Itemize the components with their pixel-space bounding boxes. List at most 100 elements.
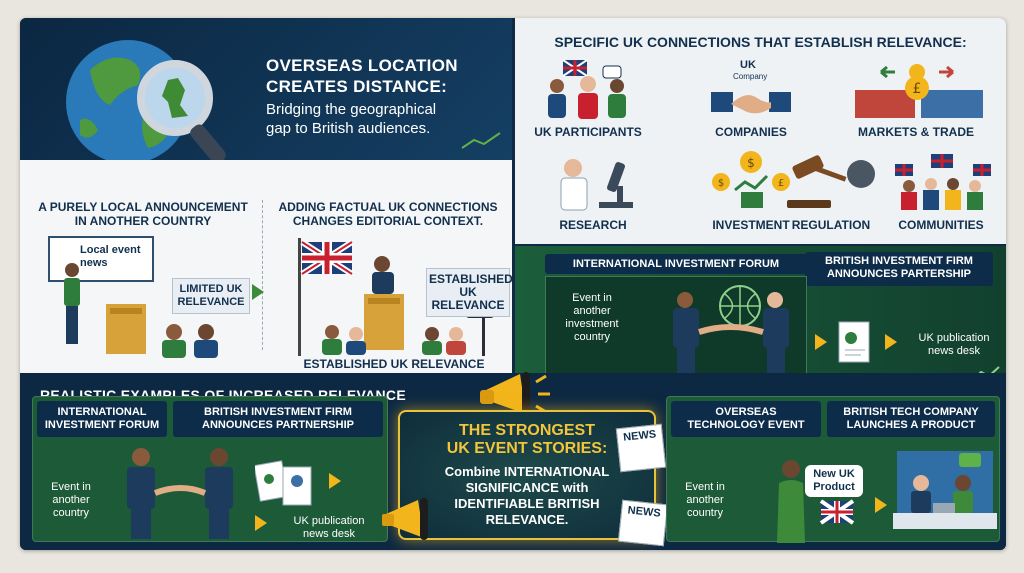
center-headline: THE STRONGEST UK EVENT STORIES: [400, 422, 654, 458]
factual-heading-line2: CHANGES EDITORIAL CONTEXT. [292, 214, 484, 228]
newspaper-bottom-label: NEWS [627, 504, 662, 520]
forum-desk-text: UK publication news desk [909, 332, 999, 358]
firm-tab-line2: ANNOUNCES PARTERSHIP [826, 268, 972, 280]
newspaper-top-label: NEWS [622, 428, 657, 444]
firm-tab-line1: BRITISH INVESTMENT FIRM [825, 255, 973, 267]
local-heading: A PURELY LOCAL ANNOUNCEMENT IN ANOTHER C… [26, 200, 260, 228]
example-left-arrow-2 [255, 515, 267, 531]
limited-line1: LIMITED UK [179, 283, 243, 295]
connection-label-companies: COMPANIES [715, 125, 787, 139]
overseas-subtitle-line1: Bridging the geographical [266, 101, 437, 118]
handshake-icon [711, 92, 791, 114]
example-right-event-line2: another [686, 494, 724, 506]
example-left-tab1: INTERNATIONAL INVESTMENT FORUM [37, 401, 167, 437]
infographic-frame: OVERSEAS LOCATION CREATES DISTANCE: Brid… [20, 18, 1006, 550]
example-right: OVERSEAS TECHNOLOGY EVENT BRITISH TECH C… [666, 396, 1000, 543]
example-left-desk-line2: news desk [303, 528, 355, 540]
forum-event-line3: investment [565, 318, 619, 330]
example-left-tab2-line1: BRITISH INVESTMENT FIRM [204, 406, 352, 418]
connections-panel: SPECIFIC UK CONNECTIONS THAT ESTABLISH R… [515, 18, 1006, 244]
example-right-event-text: Event in another country [673, 481, 737, 520]
local-sign-line2: news [80, 257, 108, 269]
example-left-tab1-line1: INTERNATIONAL [57, 406, 147, 418]
svg-text:$: $ [718, 178, 724, 189]
new-product-bubble-line1: New UK [813, 468, 855, 480]
example-center: THE STRONGEST UK EVENT STORIES: Combine … [398, 410, 656, 540]
example-left-event-line3: country [52, 507, 90, 519]
overseas-subtitle: Bridging the geographical gap to British… [266, 100, 436, 138]
limited-relevance-badge: LIMITED UK RELEVANCE [172, 278, 250, 314]
forum-handshake-illustration [673, 285, 789, 378]
connection-label-participants: UK PARTICIPANTS [534, 125, 642, 139]
connection-label-markets: MARKETS & TRADE [858, 125, 974, 139]
overseas-title-line2: CREATES DISTANCE: [266, 77, 448, 96]
example-right-tab1-line1: OVERSEAS [715, 406, 777, 418]
example-right-event-line1: Event in [685, 481, 725, 493]
example-left-tab1-line2: INVESTMENT FORUM [44, 419, 160, 431]
new-product-bubble: New UK Product [805, 465, 863, 497]
center-body-line1: Combine INTERNATIONAL [444, 464, 610, 479]
forum-event-line1: Event in [572, 292, 612, 304]
svg-text:£: £ [778, 178, 784, 189]
connections-title: SPECIFIC UK CONNECTIONS THAT ESTABLISH R… [554, 34, 967, 50]
connection-label-regulation: REGULATION [791, 218, 871, 232]
gavel-icon [787, 155, 875, 208]
newspaper-icon-top: NEWS [615, 423, 667, 473]
established-scene-illustration [322, 256, 495, 356]
forum-arrow-2 [885, 334, 897, 350]
established-line1: ESTABLISHED [429, 272, 513, 286]
center-body-line4: RELEVANCE. [485, 512, 569, 527]
microscope-icon [560, 159, 633, 211]
example-right-event-line3: country [686, 507, 724, 519]
trend-line-icon [461, 132, 501, 149]
forum-event-text: Event in another investment country [549, 292, 635, 344]
svg-text:£: £ [913, 81, 922, 97]
example-right-tab2-line1: BRITISH TECH COMPANY [843, 406, 979, 418]
example-left-arrow-1 [329, 473, 341, 489]
news-studio-illustration [893, 451, 997, 529]
newspaper-icon-bottom: NEWS [617, 499, 669, 547]
local-sign-line1: Local event [80, 244, 141, 256]
connection-label-communities: COMMUNITIES [898, 218, 984, 232]
established-line2: UK RELEVANCE [431, 285, 505, 312]
example-left: INTERNATIONAL INVESTMENT FORUM BRITISH I… [32, 396, 388, 542]
center-headline-line1: THE STRONGEST [458, 422, 595, 439]
forum-desk-line2: news desk [928, 345, 980, 357]
forum-arrow-1 [815, 334, 827, 350]
local-heading-line2: IN ANOTHER COUNTRY [74, 214, 212, 228]
new-product-bubble-line2: Product [813, 481, 855, 493]
forum-panel: INTERNATIONAL INVESTMENT FORUM BRITISH I… [515, 246, 1006, 388]
established-relevance-badge: ESTABLISHED UK RELEVANCE [426, 268, 513, 317]
community-flags-icon [895, 154, 991, 210]
center-body-line3: IDENTIFIABLE BRITISH [454, 496, 600, 511]
uk-company-sign-main: UK [740, 59, 756, 71]
example-left-desk-text: UK publication news desk [273, 515, 385, 541]
forum-tab-label: INTERNATIONAL INVESTMENT FORUM [572, 258, 780, 270]
established-bottom-label: ESTABLISHED UK RELEVANCE [303, 357, 485, 371]
firm-tab: BRITISH INVESTMENT FIRM ANNOUNCES PARTER… [805, 252, 993, 286]
forum-desk-line1: UK publication [918, 332, 990, 344]
connection-label-investment: INVESTMENT [712, 218, 790, 232]
example-left-event-text: Event in another country [37, 481, 105, 520]
example-left-desk-line1: UK publication [293, 515, 365, 527]
example-left-event-line2: another [52, 494, 90, 506]
example-right-tab1: OVERSEAS TECHNOLOGY EVENT [671, 401, 821, 437]
svg-text:$: $ [747, 156, 755, 170]
overseas-title: OVERSEAS LOCATION CREATES DISTANCE: [266, 55, 458, 97]
divider [262, 200, 263, 350]
context-arrow [252, 284, 264, 300]
center-headline-line2: UK EVENT STORIES: [446, 440, 608, 457]
example-right-tab1-line2: TECHNOLOGY EVENT [687, 419, 805, 431]
overseas-panel: OVERSEAS LOCATION CREATES DISTANCE: Brid… [20, 18, 512, 160]
example-left-event-line1: Event in [51, 481, 91, 493]
example-right-tab2-line2: LAUNCHES A PRODUCT [846, 419, 976, 431]
example-right-arrow [875, 497, 887, 513]
example-left-tab2: BRITISH INVESTMENT FIRM ANNOUNCES PARTNE… [173, 401, 383, 437]
document-icon [838, 321, 870, 363]
coins-chart-icon: $ $ £ [712, 151, 790, 208]
overseas-subtitle-line2: gap to British audiences. [266, 120, 431, 137]
example-left-tab2-line2: ANNOUNCES PARTNERSHIP [202, 419, 354, 431]
shipping-containers-icon: £ [855, 64, 983, 118]
megaphone-small-icon [382, 498, 428, 540]
forum-event-line2: another [573, 305, 611, 317]
